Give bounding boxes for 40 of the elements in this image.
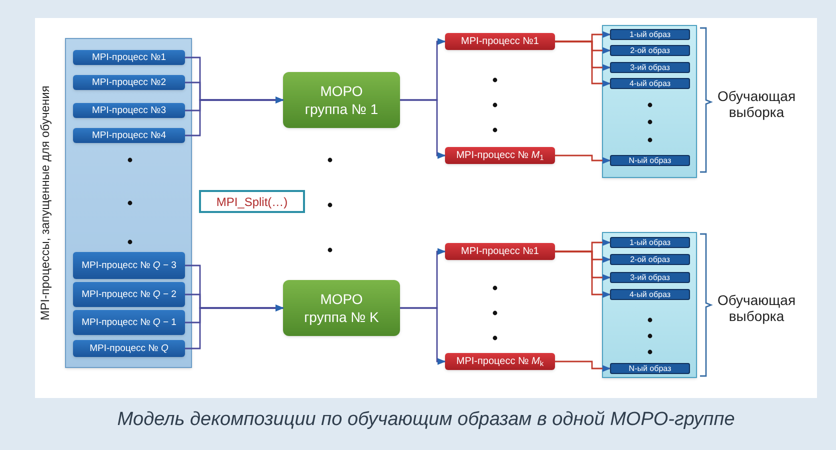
- bracket-arrow: [555, 40, 611, 87]
- process-box: MPI-процесс № M$_{k}$: [445, 353, 555, 370]
- process-box: MPI-процесс № Q − 2: [73, 282, 185, 307]
- bracket-arrow: [555, 154, 611, 164]
- process-box: MPI-процесс №1: [445, 33, 555, 50]
- bracket-arrow: [185, 304, 284, 350]
- process-box: MPI-процесс №1: [73, 50, 185, 65]
- sample-box: 1-ый образ: [610, 237, 690, 248]
- sample-panel: [602, 25, 697, 178]
- sample-box: 3-ий образ: [610, 62, 690, 73]
- process-box: MPI-процесс №2: [73, 75, 185, 90]
- function-box: MPI_Split(…): [199, 190, 305, 213]
- process-box: MPI-процесс №4: [73, 128, 185, 143]
- process-list-panel: [65, 38, 192, 368]
- sample-box: 4-ый образ: [610, 289, 690, 300]
- axis-title: MPI-процессы, запущенные для обучения: [38, 84, 52, 322]
- sample-panel: [602, 232, 697, 378]
- process-box: MPI-процесс № Q: [73, 340, 185, 357]
- bracket-arrow: [555, 250, 611, 298]
- sample-box: 3-ий образ: [610, 272, 690, 283]
- sample-box: N-ый образ: [610, 363, 690, 374]
- sample-box: 4-ый образ: [610, 78, 690, 89]
- bracket-arrow: [555, 360, 611, 372]
- sample-box: 2-ой образ: [610, 45, 690, 56]
- process-box: MPI-процесс №1: [445, 243, 555, 260]
- bracket-arrow: [185, 96, 284, 136]
- bracket-label: Обучающая выборка: [716, 88, 797, 120]
- bracket-arrow: [400, 307, 446, 365]
- bracket-label: Обучающая выборка: [716, 292, 797, 324]
- sample-box: 2-ой образ: [610, 254, 690, 265]
- sample-box: 1-ый образ: [610, 29, 690, 40]
- process-box: MPI-процесс № M$_{1}$: [445, 147, 555, 164]
- process-box: MPI-процесс №3: [73, 103, 185, 118]
- process-box: MPI-процесс № Q − 3: [73, 252, 185, 279]
- group-box: МОРО группа № K: [283, 280, 400, 336]
- caption: Модель декомпозиции по обучающим образам в одной МОРО-группе: [116, 408, 736, 432]
- process-box: MPI-процесс № Q − 1: [73, 310, 185, 335]
- bracket-arrow: [400, 99, 446, 159]
- sample-box: N-ый образ: [610, 155, 690, 166]
- group-box: МОРО группа № 1: [283, 72, 400, 128]
